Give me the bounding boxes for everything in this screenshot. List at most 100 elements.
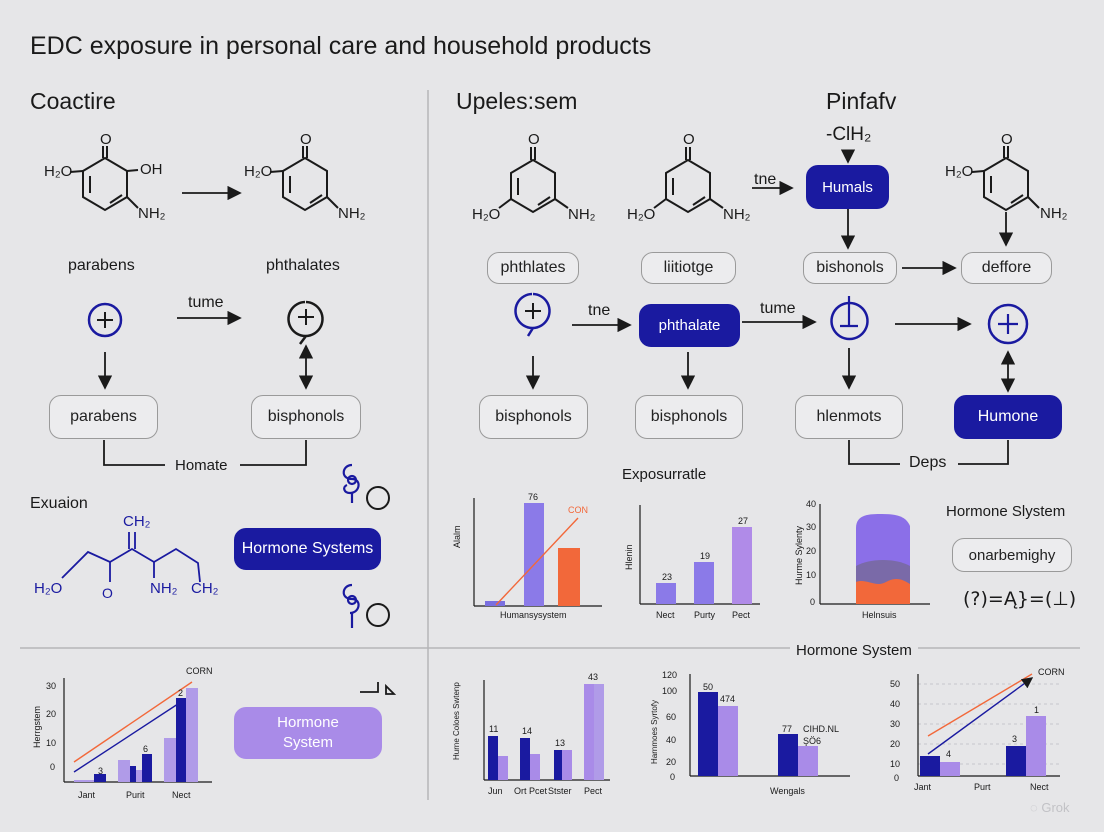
b2-value-2: 14	[522, 726, 533, 736]
chart-b1	[63, 678, 212, 783]
box-humone[interactable]: Humone	[954, 395, 1062, 439]
hormone-system-lav-button[interactable]: Hormone System	[234, 707, 382, 759]
b3-ylabel: Harnmoes Syrtofy	[650, 699, 659, 764]
b4-cat-1: Jant	[914, 782, 932, 792]
molecule-3	[498, 147, 569, 214]
c3-tick-30: 30	[806, 522, 817, 532]
c1-line-label: CON	[568, 505, 588, 515]
b4-bar-1a	[920, 756, 940, 776]
b4-bar-1b	[940, 762, 960, 776]
bracket-label-deps: Deps	[909, 454, 947, 471]
m1-o: O	[100, 131, 112, 148]
b2-cat-1: Jun	[488, 786, 503, 796]
pill-phthlates[interactable]: phthlates	[487, 252, 579, 284]
section-left-title: Coactire	[30, 88, 116, 114]
equation: (?)=Ą}=(⊥)	[963, 588, 1077, 610]
chain-h2o: H₂O	[34, 580, 63, 597]
c1-bar-2	[524, 503, 544, 606]
b2-bar-2a	[520, 738, 530, 780]
c1-value: 76	[528, 492, 539, 502]
molecule-4	[653, 147, 724, 214]
c2-cat-3: Pect	[732, 610, 751, 620]
chart-b2	[483, 680, 610, 781]
c1-xlabel: Humansysystem	[500, 610, 567, 620]
box-parabens[interactable]: parabens	[49, 395, 158, 439]
b1-line-label: CORN	[186, 666, 213, 676]
b4-value-2: 3	[1012, 734, 1018, 744]
c3-tick-20: 20	[806, 546, 817, 556]
b1-value-2: 6	[143, 744, 149, 754]
lav-button-label: Hormone System	[277, 714, 339, 751]
watermark: ◌ Grok	[1030, 800, 1070, 815]
b2-value-3: 13	[555, 738, 566, 748]
b1-ylabel: Herrgstem	[32, 705, 42, 748]
c1-bar-3	[558, 548, 580, 606]
b1-bar-3b	[176, 698, 186, 782]
b2-bar-1a	[488, 736, 498, 780]
b4-cat-3: Nect	[1030, 782, 1049, 792]
b4-value-3: 1	[1034, 705, 1040, 715]
b2-value-1: 11	[489, 724, 499, 734]
m3-o: O	[528, 131, 540, 148]
b2-value-4: 43	[588, 672, 599, 682]
label-clh2: -ClH₂	[826, 124, 872, 145]
b3-value-4: CIHD.NL	[803, 724, 840, 734]
pill-bishonols[interactable]: bishonols	[803, 252, 897, 284]
b3-tick-0: 0	[670, 772, 676, 782]
m2-left: H₂O	[244, 163, 273, 180]
m2-bottom: NH₂	[338, 205, 366, 222]
b4-tick-50: 50	[890, 679, 901, 689]
hormone-system-label: Hormone System	[790, 642, 918, 659]
formula-pill[interactable]: onarbemighy	[952, 538, 1072, 572]
b1-cat-2: Purit	[126, 790, 145, 800]
c3-area-low	[856, 578, 910, 604]
c2-ylabel: Hlenin	[624, 544, 634, 570]
b2-cat-4: Pect	[584, 786, 603, 796]
b1-value-1: 3	[98, 766, 104, 776]
c2-bar-2	[694, 562, 714, 604]
chart-b3	[689, 674, 850, 777]
pill-deffore[interactable]: deffore	[961, 252, 1052, 284]
b3-tick-20: 20	[666, 757, 677, 767]
box-phthalate[interactable]: phthalate	[639, 304, 740, 347]
box-bisphonols-left[interactable]: bisphonols	[251, 395, 361, 439]
section-right-title: Pinfafv	[826, 88, 897, 114]
box-bisphonols-1[interactable]: bisphonols	[479, 395, 588, 439]
m1-left: H₂O	[44, 163, 73, 180]
m4-right: NH₂	[723, 206, 751, 223]
b1-bar-2b	[130, 766, 136, 782]
box-hlenmots[interactable]: hlenmots	[795, 395, 903, 439]
pill-liitiotge[interactable]: liitiotge	[641, 252, 736, 284]
hormone-systems-button[interactable]: Hormone Systems	[234, 528, 381, 570]
m2-o: O	[300, 131, 312, 148]
label-parabens: parabens	[68, 257, 135, 274]
b4-tick-40: 40	[890, 699, 901, 709]
b4-value-1: 4	[946, 749, 952, 759]
b3-value-5: ŞÖ6	[803, 736, 822, 746]
box-humals[interactable]: Humals	[806, 165, 889, 209]
chart-1	[473, 498, 602, 607]
b1-tick-30: 30	[46, 681, 57, 691]
c2-bar-3	[732, 527, 752, 604]
b3-value-2: 474	[720, 694, 736, 704]
section-middle-title: Upeles:sem	[456, 88, 578, 114]
m1-right: OH	[140, 161, 163, 178]
b1-bar-2c	[136, 770, 142, 782]
b3-bar-2a	[778, 734, 798, 776]
c1-bar-1	[485, 601, 505, 606]
b2-cat-3: Stster	[548, 786, 572, 796]
c1-line	[495, 517, 579, 606]
b1-cat-3: Nect	[172, 790, 191, 800]
b1-cat-1: Jant	[78, 790, 96, 800]
b4-bar-2a	[1006, 746, 1026, 776]
box-bisphonols-2[interactable]: bisphonols	[635, 395, 743, 439]
edge-tume-right: tume	[760, 300, 796, 317]
c3-xlabel: Helnsuis	[862, 610, 897, 620]
b3-tick-60: 60	[666, 712, 677, 722]
b1-tick-0: 0	[50, 762, 56, 772]
b3-bar-2b	[798, 746, 818, 776]
c2-cat-1: Nect	[656, 610, 675, 620]
b4-line-label: CORN	[1038, 667, 1065, 677]
b2-bar-4b	[594, 684, 604, 780]
c3-tick-0: 0	[810, 597, 816, 607]
